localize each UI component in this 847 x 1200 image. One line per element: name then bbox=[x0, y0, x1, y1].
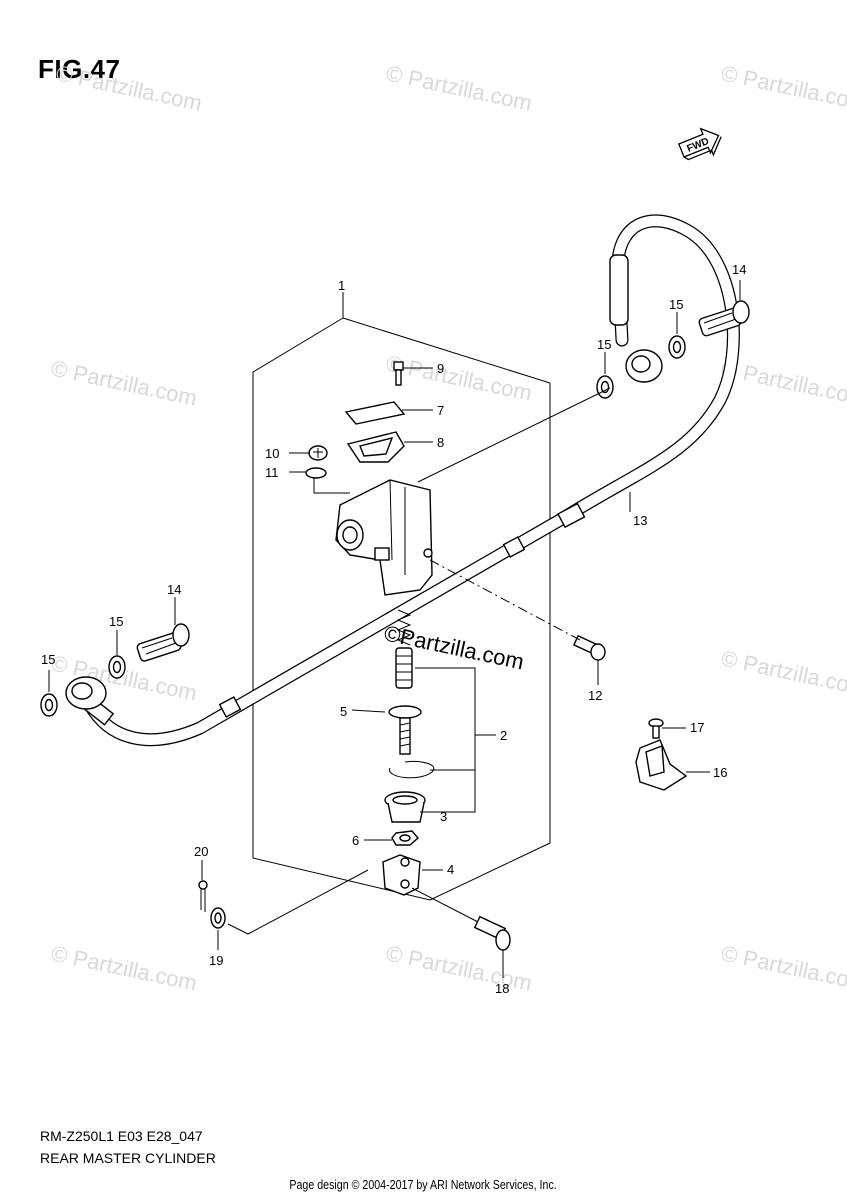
watermark: © Partzilla.com bbox=[719, 60, 847, 115]
watermark: © Partzilla.com bbox=[49, 940, 199, 995]
clevis bbox=[382, 854, 421, 896]
clevis-pin bbox=[473, 915, 511, 951]
callout-8: 8 bbox=[437, 435, 444, 450]
callout-15-b: 15 bbox=[109, 614, 123, 629]
callout-15-d: 15 bbox=[669, 297, 683, 312]
watermark: © Partzilla.com bbox=[719, 645, 847, 700]
watermark: © Partzilla.com bbox=[384, 940, 534, 995]
hose-guide bbox=[635, 739, 688, 791]
cap-screw bbox=[393, 361, 404, 386]
callout-15-c: 15 bbox=[597, 337, 611, 352]
callout-2: 2 bbox=[500, 728, 507, 743]
callout-12: 12 bbox=[588, 688, 602, 703]
guide-screw bbox=[648, 718, 664, 739]
copyright-footer: Page design © 2004-2017 by ARI Network S… bbox=[0, 1177, 847, 1192]
callout-15-a: 15 bbox=[41, 652, 55, 667]
filter-plate bbox=[308, 445, 328, 461]
watermark: © Partzilla.com bbox=[384, 60, 534, 115]
callout-11: 11 bbox=[265, 465, 279, 480]
model-code: RM-Z250L1 E03 E28_047 bbox=[40, 1128, 203, 1144]
callout-17: 17 bbox=[690, 720, 704, 735]
watermark-layer: © Partzilla.com © Partzilla.com © Partzi… bbox=[49, 60, 847, 995]
callout-10: 10 bbox=[265, 446, 279, 461]
callout-20: 20 bbox=[194, 844, 208, 859]
diagram-title: REAR MASTER CYLINDER bbox=[40, 1150, 216, 1166]
callout-9: 9 bbox=[437, 361, 444, 376]
union-bolt-left bbox=[136, 623, 190, 662]
assembly-outline bbox=[252, 317, 551, 901]
callout-4: 4 bbox=[447, 862, 454, 877]
washer bbox=[40, 693, 58, 717]
master-cylinder-body bbox=[335, 479, 433, 596]
centerline bbox=[411, 887, 479, 923]
callout-19: 19 bbox=[209, 953, 223, 968]
push-rod bbox=[388, 705, 422, 755]
reservoir-cap bbox=[344, 401, 406, 425]
callout-18: 18 bbox=[495, 981, 509, 996]
washer bbox=[108, 655, 126, 679]
washer bbox=[596, 375, 614, 399]
callout-6: 6 bbox=[352, 833, 359, 848]
watermark: © Partzilla.com bbox=[49, 355, 199, 410]
leader-line bbox=[313, 478, 350, 494]
mounting-bolt bbox=[572, 634, 606, 661]
watermark: © Partzilla.com bbox=[719, 940, 847, 995]
centerline bbox=[429, 559, 581, 641]
cotter-pin bbox=[198, 880, 208, 912]
callout-1: 1 bbox=[338, 278, 345, 293]
hose-banjo-right bbox=[625, 349, 663, 383]
fwd-arrow-icon: FWD bbox=[677, 127, 722, 161]
circlip bbox=[305, 467, 327, 479]
brake-hose bbox=[79, 214, 740, 747]
hose-banjo-left bbox=[65, 676, 107, 710]
centerline bbox=[417, 387, 611, 483]
piston-spring bbox=[395, 609, 413, 689]
callout-leaders bbox=[48, 280, 741, 978]
callout-5: 5 bbox=[340, 704, 347, 719]
callouts: 1 2 3 4 5 6 7 8 9 10 11 12 13 14 14 15 1… bbox=[41, 262, 746, 996]
plain-washer bbox=[210, 907, 226, 929]
union-bolt-right bbox=[698, 300, 750, 337]
figure-title: FIG.47 bbox=[38, 54, 121, 84]
nut bbox=[391, 830, 419, 846]
callout-3: 3 bbox=[440, 809, 447, 824]
watermark: © Partzilla.com bbox=[54, 60, 204, 115]
boot bbox=[384, 791, 426, 823]
callout-14-right: 14 bbox=[732, 262, 746, 277]
leader-line bbox=[227, 869, 369, 935]
copyright-text: Page design © 2004-2017 by ARI Network S… bbox=[289, 1177, 558, 1192]
callout-13: 13 bbox=[633, 513, 647, 528]
watermark: © Partzilla.com bbox=[384, 350, 534, 405]
snap-ring bbox=[389, 761, 435, 779]
callout-14-left: 14 bbox=[167, 582, 181, 597]
washer bbox=[668, 335, 686, 359]
callout-16: 16 bbox=[713, 765, 727, 780]
watermark: © Partzilla.com bbox=[719, 355, 847, 410]
reservoir-diaphragm bbox=[346, 431, 405, 463]
callout-7: 7 bbox=[437, 403, 444, 418]
